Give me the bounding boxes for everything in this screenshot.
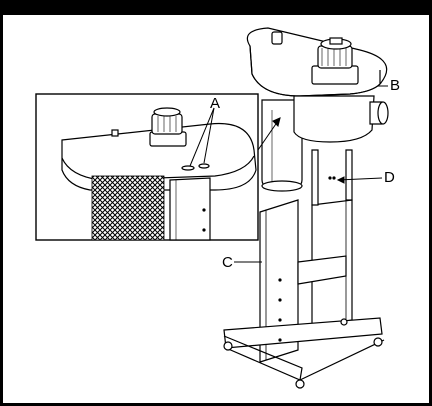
label-c: C: [222, 254, 233, 271]
cross-brace: [297, 255, 347, 285]
leader-lines: [189, 85, 388, 263]
label-d: D: [384, 169, 395, 186]
top-border-band: [0, 0, 432, 15]
detail-inset: [35, 93, 259, 241]
inset-filter-mesh: [91, 175, 165, 241]
label-b: B: [390, 77, 401, 94]
motor-b: [311, 37, 359, 85]
blower-housing: [293, 95, 375, 143]
label-a: A: [210, 95, 221, 112]
top-nozzle: [271, 31, 283, 45]
top-plate: [246, 27, 388, 97]
base-frame: [223, 317, 383, 349]
main-unit: [223, 27, 389, 389]
inset-motor: [149, 107, 187, 147]
